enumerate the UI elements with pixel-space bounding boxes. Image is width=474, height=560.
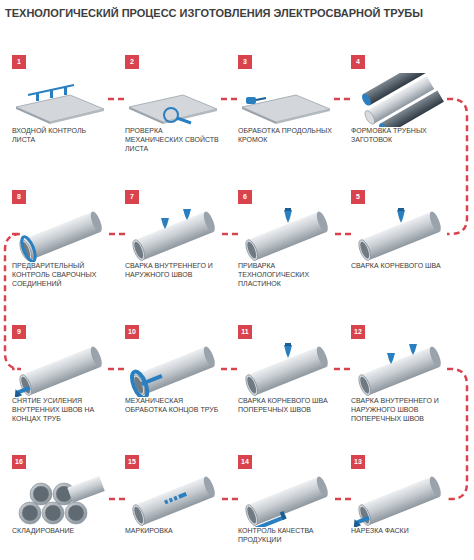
step-caption: СВАРКА ВНУТРЕННЕГО И НАРУЖНОГО ШВОВ ПОПЕ… — [351, 397, 447, 423]
step-caption: СВАРКА КОРНЕВОГО ШВА ПОПЕРЕЧНЫХ ШВОВ — [238, 397, 334, 415]
dashed-connector — [334, 98, 351, 101]
process-step: 2ПРОВЕРКА МЕХАНИЧЕСКИХ СВОЙСТВ ЛИСТА — [125, 55, 221, 153]
process-step: 14КОНТРОЛЬ КАЧЕСТВА ПРОДУКЦИИ — [238, 455, 334, 545]
dashed-connector — [334, 233, 351, 236]
step-number: 2 — [125, 55, 139, 69]
step-number: 5 — [351, 190, 365, 204]
step-caption: ПРИВАРКА ТЕХНОЛОГИЧЕСКИХ ПЛАСТИНОК — [238, 262, 334, 288]
process-step: 15МАРКИРОВКА — [125, 455, 221, 536]
dashed-connector — [221, 368, 238, 371]
step-caption: КОНТРОЛЬ КАЧЕСТВА ПРОДУКЦИИ — [238, 527, 334, 545]
step-caption: ВХОДНОЙ КОНТРОЛЬ ЛИСТА — [12, 127, 108, 145]
step-caption: МАРКИРОВКА — [125, 527, 221, 536]
step-caption: СВАРКА КОРНЕВОГО ШВА — [351, 262, 447, 271]
step-number: 12 — [351, 325, 365, 339]
process-step: 7СВАРКА ВНУТРЕННЕГО И НАРУЖНОГО ШВОВ — [125, 190, 221, 280]
dashed-connector — [447, 99, 467, 234]
dashed-connector — [108, 498, 125, 501]
dashed-connector — [5, 234, 21, 369]
step-number: 14 — [238, 455, 252, 469]
step-number: 13 — [351, 455, 365, 469]
step-number: 6 — [238, 190, 252, 204]
step-caption: МЕХАНИЧЕСКАЯ ОБРАБОТКА КОНЦОВ ТРУБ — [125, 397, 221, 415]
step-caption: СНЯТИЕ УСИЛЕНИЯ ВНУТРЕННИХ ШВОВ НА КОНЦА… — [12, 397, 108, 423]
dashed-connector — [108, 233, 125, 236]
process-step: 6ПРИВАРКА ТЕХНОЛОГИЧЕСКИХ ПЛАСТИНОК — [238, 190, 334, 288]
step-number: 15 — [125, 455, 139, 469]
process-step: 10МЕХАНИЧЕСКАЯ ОБРАБОТКА КОНЦОВ ТРУБ — [125, 325, 221, 415]
diagram-title: ТЕХНОЛОГИЧЕСКИЙ ПРОЦЕСС ИЗГОТОВЛЕНИЯ ЭЛЕ… — [5, 7, 423, 19]
step-number: 4 — [351, 55, 365, 69]
process-step: 16СКЛАДИРОВАНИЕ — [12, 455, 108, 536]
step-number: 3 — [238, 55, 252, 69]
step-number: 7 — [125, 190, 139, 204]
step-caption: СВАРКА ВНУТРЕННЕГО И НАРУЖНОГО ШВОВ — [125, 262, 221, 280]
dashed-connector — [221, 98, 238, 101]
step-caption: ФОРМОВКА ТРУБНЫХ ЗАГОТОВОК — [351, 127, 447, 145]
process-step: 12СВАРКА ВНУТРЕННЕГО И НАРУЖНОГО ШВОВ ПО… — [351, 325, 447, 423]
dashed-connector — [108, 98, 125, 101]
dashed-connector — [108, 368, 125, 371]
dashed-connector — [447, 369, 467, 499]
step-number: 9 — [12, 325, 26, 339]
dashed-connector — [334, 498, 351, 501]
process-step: 5СВАРКА КОРНЕВОГО ШВА — [351, 190, 447, 271]
process-step: 11СВАРКА КОРНЕВОГО ШВА ПОПЕРЕЧНЫХ ШВОВ — [238, 325, 334, 415]
dashed-connector — [221, 233, 238, 236]
process-step: 8ПРЕДВАРИТЕЛЬНЫЙ КОНТРОЛЬ СВАРОЧНЫХ СОЕД… — [12, 190, 108, 288]
step-number: 11 — [238, 325, 252, 339]
step-caption: СКЛАДИРОВАНИЕ — [12, 527, 108, 536]
process-step: 13НАРЕЗКА ФАСКИ — [351, 455, 447, 536]
dashed-connector — [221, 498, 238, 501]
process-step: 9СНЯТИЕ УСИЛЕНИЯ ВНУТРЕННИХ ШВОВ НА КОНЦ… — [12, 325, 108, 423]
process-step: 3ОБРАБОТКА ПРОДОЛЬНЫХ КРОМОК — [238, 55, 334, 145]
step-caption: НАРЕЗКА ФАСКИ — [351, 527, 447, 536]
process-step: 4ФОРМОВКА ТРУБНЫХ ЗАГОТОВОК — [351, 55, 447, 145]
step-caption: ПРЕДВАРИТЕЛЬНЫЙ КОНТРОЛЬ СВАРОЧНЫХ СОЕДИ… — [12, 262, 108, 288]
step-number: 8 — [12, 190, 26, 204]
step-number: 16 — [12, 455, 26, 469]
step-number: 1 — [12, 55, 26, 69]
step-number: 10 — [125, 325, 139, 339]
process-step: 1ВХОДНОЙ КОНТРОЛЬ ЛИСТА — [12, 55, 108, 145]
dashed-connector — [334, 368, 351, 371]
step-caption: ПРОВЕРКА МЕХАНИЧЕСКИХ СВОЙСТВ ЛИСТА — [125, 127, 221, 153]
step-caption: ОБРАБОТКА ПРОДОЛЬНЫХ КРОМОК — [238, 127, 334, 145]
